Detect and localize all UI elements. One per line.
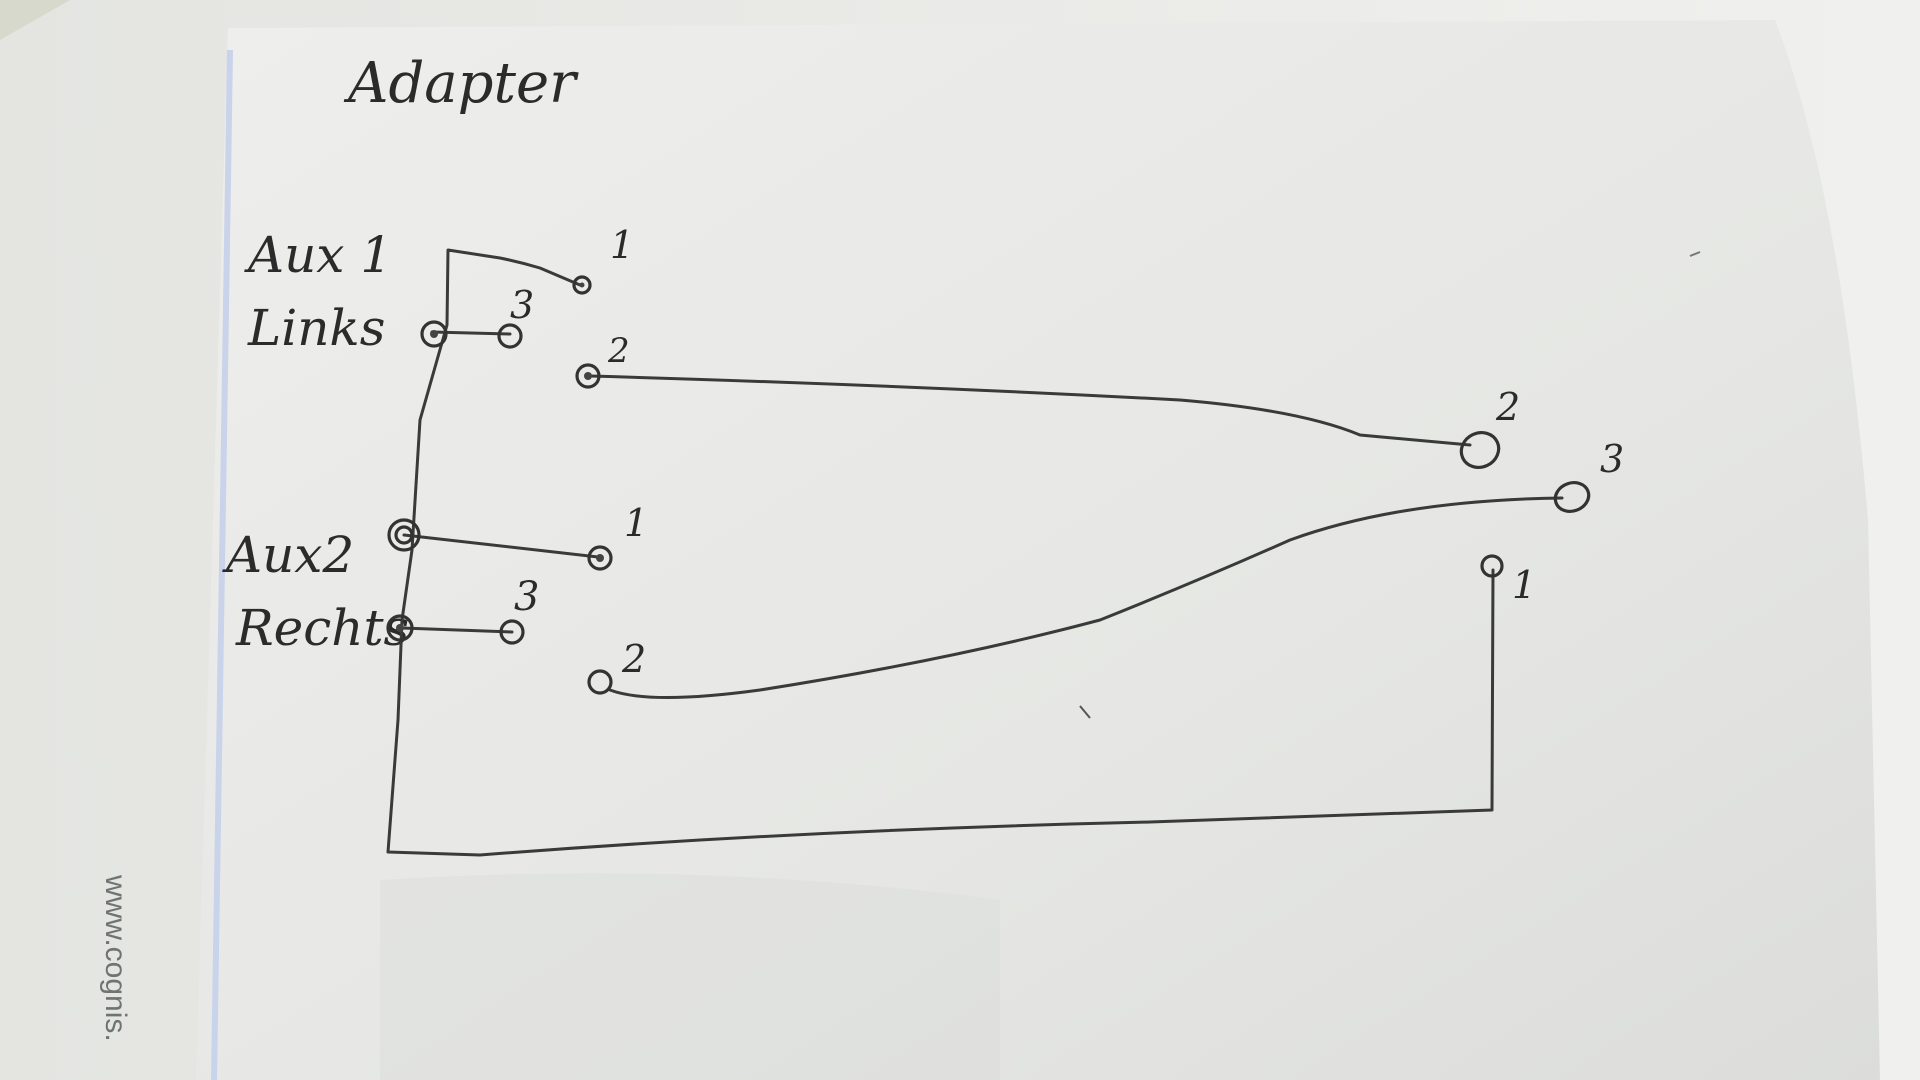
aux1-pin2-terminal (575, 363, 601, 389)
label-rechts: Rechts (235, 599, 409, 657)
right-pin2-terminal (1459, 431, 1501, 469)
paper-sheet (196, 20, 1880, 1080)
label-aux2: Aux2 (222, 526, 354, 584)
aux2-pin2-terminal (587, 669, 613, 695)
stray-mark (1689, 251, 1701, 257)
margin-url-text: www.cognis. (99, 874, 132, 1042)
aux1-pin1-terminal (572, 275, 592, 295)
right-pin3-terminal (1553, 481, 1591, 513)
aux2-pin2-label: 2 (621, 637, 646, 681)
aux1-pin3-terminal (497, 323, 523, 349)
aux1-pin1-label: 1 (610, 223, 634, 267)
right-pin3-label: 3 (1600, 437, 1624, 481)
aux2-pin1-label: 1 (624, 501, 648, 545)
label-aux1: Aux 1 (244, 226, 392, 284)
right-pin1-terminal (1480, 554, 1504, 578)
aux2-connector (386, 518, 613, 695)
paper-shadow (380, 873, 1000, 1080)
wire-pin1-bus (386, 248, 1495, 857)
aux1-connector (420, 275, 601, 389)
aux1-pin2-label: 2 (607, 331, 630, 371)
aux2-pin1-terminal (587, 545, 613, 571)
wire-links-pin2-to-right-pin2 (588, 374, 1472, 447)
right-connector (1459, 431, 1591, 578)
rechts-terminal (386, 614, 414, 642)
aux2-terminal (387, 518, 421, 552)
paper-margin-line (211, 49, 233, 1080)
right-pin1-label: 1 (1512, 563, 1536, 607)
wire-aux2-pin1 (402, 533, 600, 559)
stray-mark (1079, 705, 1091, 719)
label-links: Links (247, 299, 385, 357)
aux2-pin3-label: 3 (514, 574, 539, 620)
links-terminal (420, 320, 448, 348)
right-pin2-label: 2 (1495, 385, 1520, 429)
aux1-pin3-label: 3 (510, 283, 534, 327)
wire-rechts-pin3 (400, 626, 514, 634)
aux2-pin3-terminal (499, 619, 525, 645)
wire-rechts-pin2-to-right-pin3 (608, 496, 1564, 699)
diagram-title: Adapter (343, 51, 579, 116)
